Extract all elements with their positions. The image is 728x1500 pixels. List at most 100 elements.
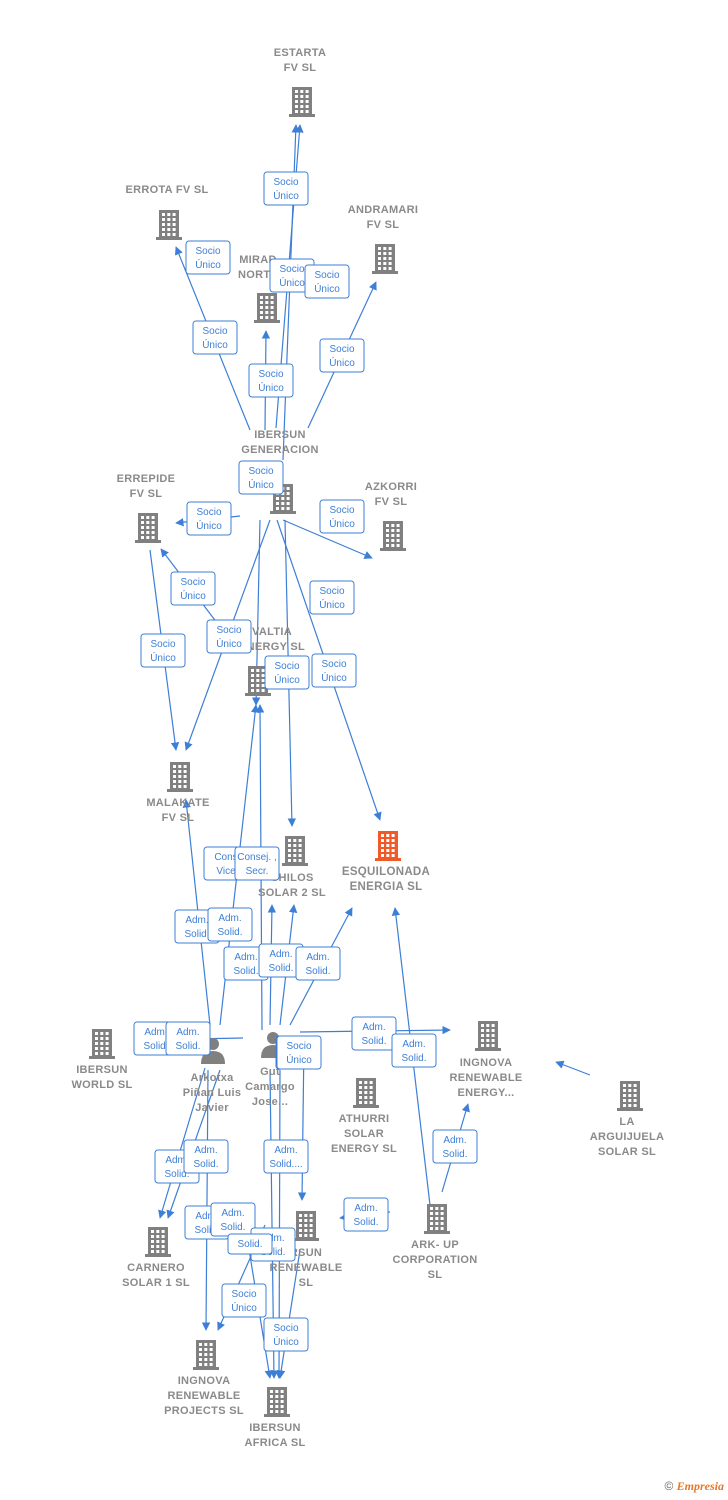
node-label: FV SL bbox=[367, 219, 400, 231]
relation-badge[interactable]: Adm.Solid. bbox=[343, 1197, 389, 1232]
relation-label: Único bbox=[319, 598, 345, 611]
relationship-edge bbox=[555, 1060, 591, 1076]
node-gutierrez[interactable]: GutCamargoJose... bbox=[245, 1032, 295, 1108]
relation-label: Solid. bbox=[268, 963, 293, 974]
node-label: ARGUIJUELA bbox=[590, 1131, 665, 1143]
building-icon bbox=[264, 1387, 290, 1417]
relation-label: Secr. bbox=[246, 866, 269, 877]
node-label: ERREPIDE bbox=[117, 473, 176, 485]
relation-badge[interactable]: Adm.Solid. bbox=[351, 1016, 397, 1051]
node-ingnova_energy[interactable]: INGNOVARENEWABLEENERGY... bbox=[450, 1021, 523, 1099]
relation-badge[interactable]: Adm.Solid. bbox=[432, 1129, 478, 1164]
relation-badge[interactable]: Adm.Solid. bbox=[165, 1021, 211, 1056]
building-icon bbox=[289, 87, 315, 117]
relation-badge[interactable]: Adm.Solid.... bbox=[263, 1139, 309, 1174]
node-label: ESQUILONADA bbox=[342, 866, 430, 878]
relation-label: Único bbox=[279, 276, 305, 289]
relation-label: Socio bbox=[195, 246, 220, 257]
relation-label: Adm. bbox=[354, 1203, 377, 1214]
footer-brand[interactable]: © Empresia bbox=[664, 1479, 724, 1494]
node-label: Arkotxa bbox=[190, 1072, 234, 1084]
relation-label: Adm. bbox=[274, 1145, 297, 1156]
node-ibersun_gen[interactable]: IBERSUNGENERACIONL bbox=[241, 429, 319, 514]
relation-label: Socio bbox=[273, 177, 298, 188]
building-icon bbox=[145, 1227, 171, 1257]
relation-label: Adm. bbox=[144, 1027, 167, 1038]
relation-label: Socio bbox=[279, 264, 304, 275]
relation-label: Único bbox=[196, 519, 222, 532]
node-label: Camargo bbox=[245, 1081, 295, 1093]
relation-label: Único bbox=[216, 637, 242, 650]
relation-badge[interactable]: Adm.Solid. bbox=[183, 1139, 229, 1174]
relation-label: Adm. bbox=[443, 1135, 466, 1146]
node-label: FV SL bbox=[375, 496, 408, 508]
node-label: IBERSUN bbox=[249, 1422, 301, 1434]
relation-badge[interactable]: Adm.Solid. bbox=[210, 1202, 256, 1237]
node-label: SL bbox=[299, 1277, 314, 1289]
node-label: RENEWABLE bbox=[168, 1390, 241, 1402]
relation-label: Solid. bbox=[194, 1225, 219, 1236]
relation-label: Socio bbox=[216, 625, 241, 636]
relation-label: Adm. bbox=[194, 1145, 217, 1156]
relation-badge[interactable]: Solid. bbox=[227, 1233, 273, 1255]
relation-label: Adm. bbox=[306, 952, 329, 963]
relation-badge[interactable]: Consej. , Secr. bbox=[234, 846, 280, 881]
relation-badge[interactable]: Adm.Solid. bbox=[295, 946, 341, 981]
building-icon bbox=[167, 762, 193, 792]
relation-label: Consej. , bbox=[237, 852, 276, 863]
node-ibersun_renew[interactable]: RSUN RENEWABLE SL bbox=[270, 1211, 343, 1289]
node-label: RENEWABLE bbox=[270, 1262, 343, 1274]
relation-label: Adm. bbox=[218, 913, 241, 924]
relation-label: Único bbox=[329, 356, 355, 369]
relationship-edge bbox=[277, 1249, 301, 1379]
relation-label: Único bbox=[150, 651, 176, 664]
node-label: RSUN bbox=[290, 1247, 322, 1259]
building-icon bbox=[424, 1204, 450, 1234]
relation-badge[interactable]: Adm.Solid. bbox=[207, 907, 253, 942]
building-icon bbox=[617, 1081, 643, 1111]
relation-label: Único bbox=[202, 338, 228, 351]
relation-badge[interactable]: Adm.Solid. bbox=[391, 1033, 437, 1068]
building-icon bbox=[89, 1029, 115, 1059]
node-label: ENERGY... bbox=[457, 1087, 514, 1099]
node-label: Piñan Luis bbox=[183, 1087, 242, 1099]
relationship-edge bbox=[158, 1067, 206, 1219]
relation-label: Único bbox=[231, 1301, 257, 1314]
node-errota[interactable]: ERROTA FV SL bbox=[125, 184, 208, 240]
